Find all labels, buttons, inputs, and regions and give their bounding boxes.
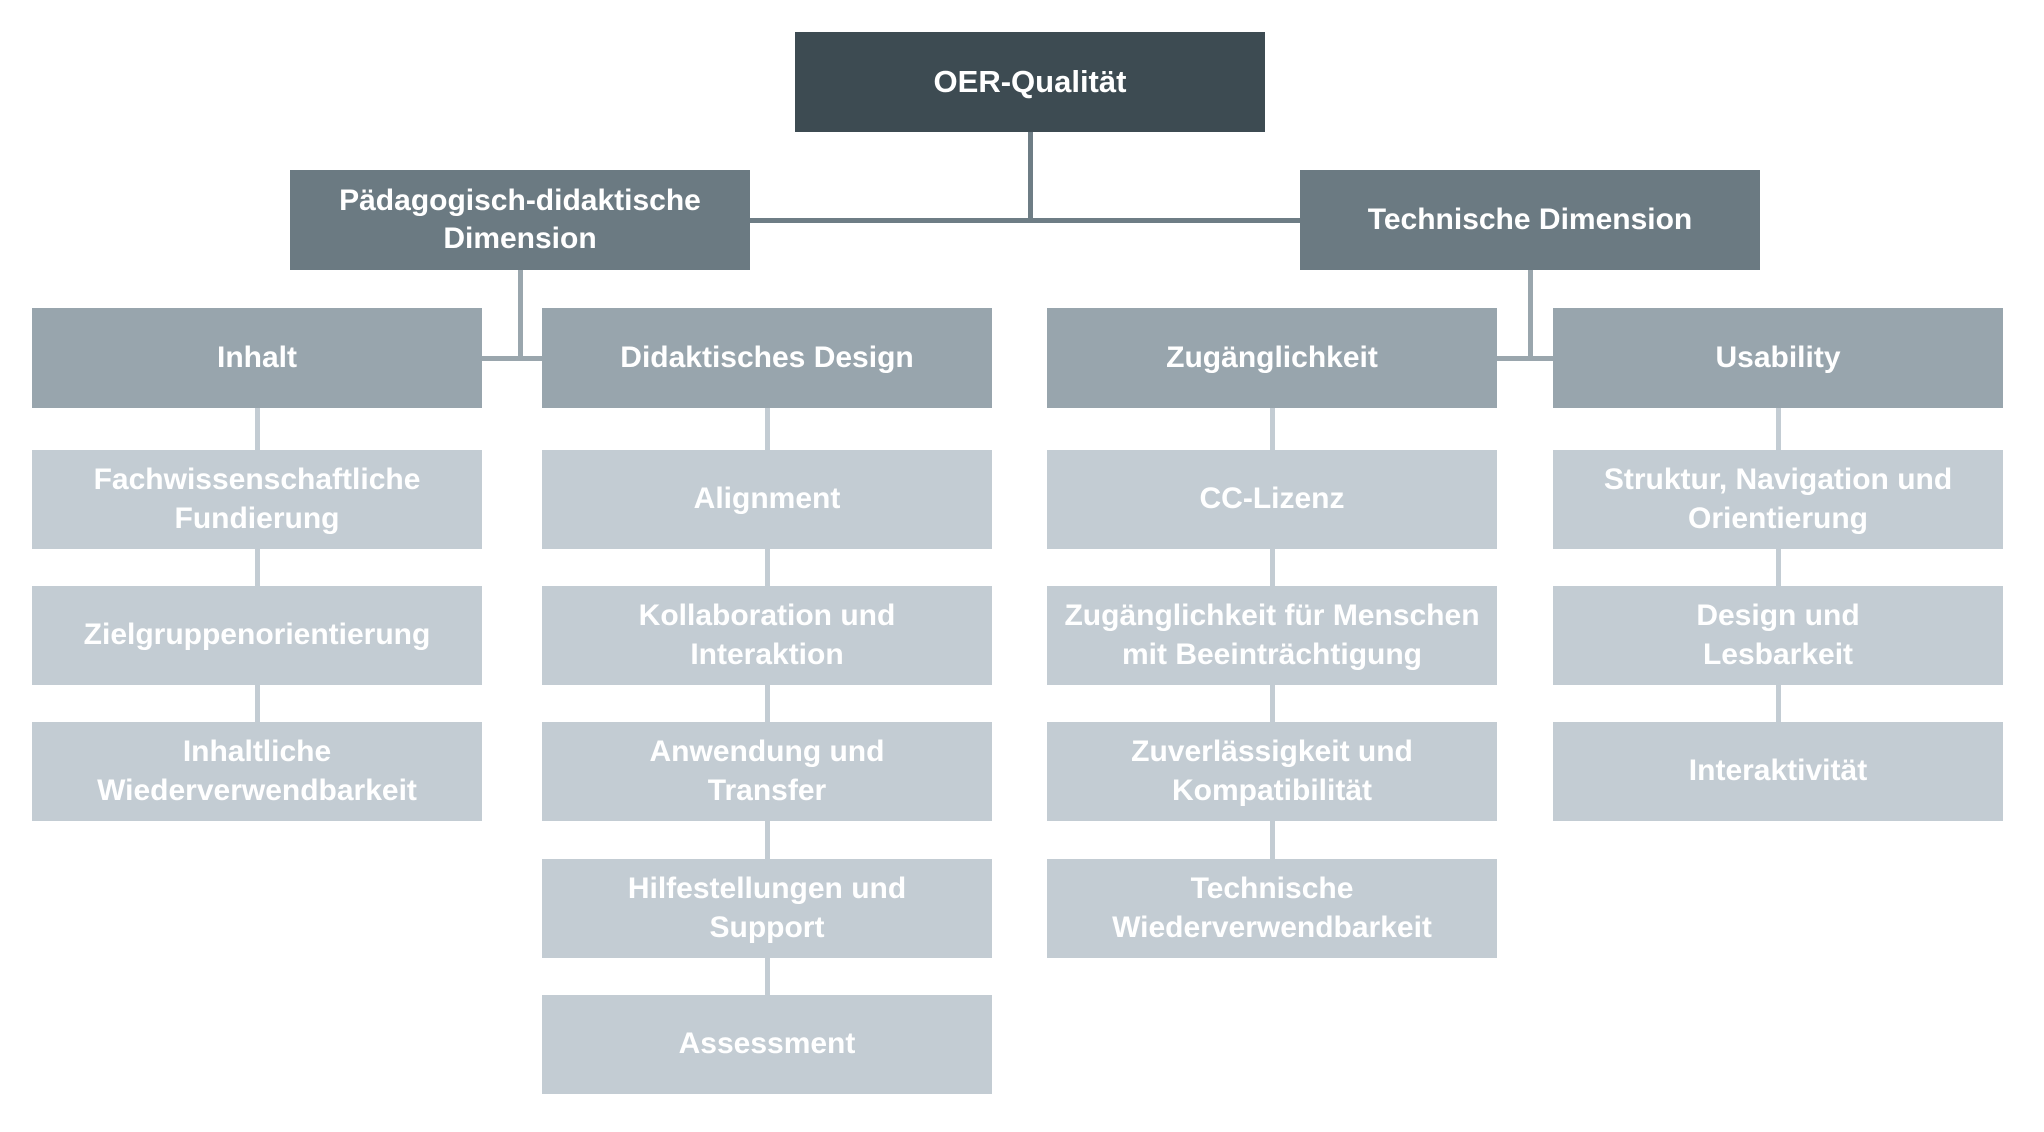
item-node: Inhaltliche Wiederverwendbarkeit <box>32 722 482 821</box>
item-node: Kollaboration und Interaktion <box>542 586 992 685</box>
connector-col2 <box>764 408 770 450</box>
item-node: Hilfestellungen und Support <box>542 859 992 958</box>
dimension-node-technisch: Technische Dimension <box>1300 170 1760 270</box>
item-node: Alignment <box>542 450 992 549</box>
connector-col1 <box>254 408 260 450</box>
connector-col2 <box>764 821 770 859</box>
connector-dim1-horizontal <box>482 356 542 361</box>
column-header-usability: Usability <box>1553 308 2003 408</box>
root-node-oer-qualitaet: OER-Qualität <box>795 32 1265 132</box>
connector-col2 <box>764 549 770 586</box>
item-node: Struktur, Navigation und Orientierung <box>1553 450 2003 549</box>
column-header-inhalt: Inhalt <box>32 308 482 408</box>
connector-col2 <box>764 958 770 995</box>
item-node: Design und Lesbarkeit <box>1553 586 2003 685</box>
connector-col2 <box>764 685 770 722</box>
item-node: Interaktivität <box>1553 722 2003 821</box>
item-node: Zielgruppenorientierung <box>32 586 482 685</box>
connector-root-horizontal <box>750 218 1300 223</box>
connector-dim2-horizontal <box>1497 356 1553 361</box>
connector-col1 <box>254 549 260 586</box>
item-node: Fachwissenschaftliche Fundierung <box>32 450 482 549</box>
dimension-node-paedagogisch-didaktisch: Pädagogisch-didaktische Dimension <box>290 170 750 270</box>
connector-col3 <box>1269 408 1275 450</box>
item-node: Technische Wiederverwendbarkeit <box>1047 859 1497 958</box>
connector-root-vertical <box>1027 132 1033 223</box>
connector-col4 <box>1775 408 1781 450</box>
item-node: Assessment <box>542 995 992 1094</box>
item-node: CC-Lizenz <box>1047 450 1497 549</box>
connector-dim2-vertical <box>1527 270 1533 361</box>
connector-col1 <box>254 685 260 722</box>
connector-col4 <box>1775 685 1781 722</box>
connector-col4 <box>1775 549 1781 586</box>
column-header-didaktisches-design: Didaktisches Design <box>542 308 992 408</box>
connector-dim1-vertical <box>517 270 523 361</box>
connector-col3 <box>1269 821 1275 859</box>
item-node: Anwendung und Transfer <box>542 722 992 821</box>
connector-col3 <box>1269 685 1275 722</box>
connector-col3 <box>1269 549 1275 586</box>
item-node: Zuverlässigkeit und Kompatibilität <box>1047 722 1497 821</box>
item-node: Zugänglichkeit für Menschen mit Beeinträ… <box>1047 586 1497 685</box>
column-header-zugaenglichkeit: Zugänglichkeit <box>1047 308 1497 408</box>
